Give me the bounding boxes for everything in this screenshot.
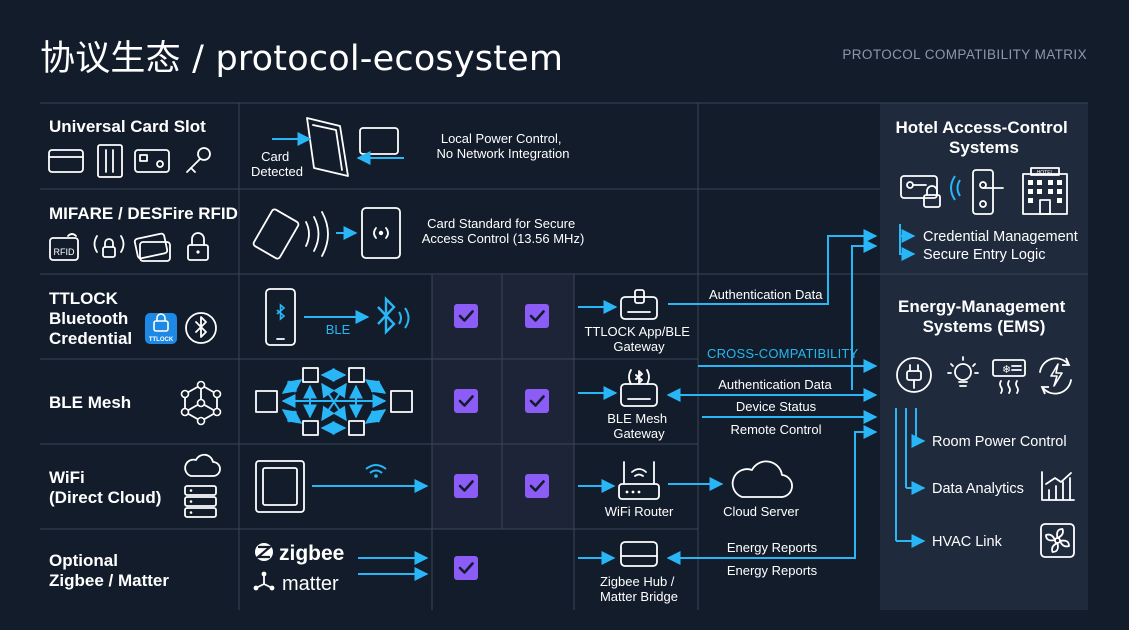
ems-tree-lines (895, 408, 926, 548)
hotel-item-credential: Credential Management (923, 229, 1078, 245)
flow-mesh-auth: Authentication Data (718, 377, 832, 392)
ttlock-gateway: TTLOCK App/BLE Gateway (578, 289, 693, 354)
page-subtitle: PROTOCOL COMPATIBILITY MATRIX (842, 47, 1087, 62)
bluetooth-icon (185, 312, 217, 344)
flow-energy-reports-2: Energy Reports (727, 563, 818, 578)
ble-medium-label: BLE (326, 322, 351, 337)
svg-text:matter: matter (282, 573, 339, 595)
svg-text:RFID: RFID (54, 247, 75, 257)
mesh-network-icon (180, 380, 222, 426)
row-label-ble-mesh: BLE Mesh (49, 393, 131, 412)
svg-text:❄: ❄ (1002, 363, 1011, 376)
cloud-small-icon (184, 453, 221, 477)
compatibility-checkboxes (454, 304, 549, 580)
card-standard-label: Card Standard for Secure Access Control … (422, 216, 585, 246)
key-icon (186, 147, 211, 173)
check-mark-icon (454, 556, 478, 580)
page-title: 协议生态 / protocol-ecosystem (40, 39, 564, 79)
svg-text:TTLOCK: TTLOCK (149, 337, 174, 343)
check-mark-icon (525, 304, 549, 328)
hotel-panel-title: Hotel Access-Control Systems (896, 118, 1073, 157)
ems-item-hvac-link: HVAC Link (932, 534, 1003, 550)
credit-card-icon (48, 149, 84, 173)
ttlock-badge-icon: TTLOCK (145, 313, 177, 344)
light-bulb-icon (947, 356, 979, 387)
row-label-mifare: MIFARE / DESFire RFID (49, 204, 238, 223)
row-label-wifi: WiFi (Direct Cloud) (49, 468, 161, 507)
ems-panel-title: Energy-Management Systems (EMS) (898, 297, 1070, 336)
card-slot-icons (48, 144, 211, 178)
cross-compatibility-label: CROSS-COMPATIBILITY (707, 346, 859, 361)
svg-text:HOTEL: HOTEL (1037, 170, 1054, 176)
card-slot-device-graphic (272, 117, 404, 177)
ttlock-gateway-label: TTLOCK App/BLE Gateway (584, 324, 693, 354)
fan-icon (1040, 523, 1075, 558)
zigbee-hub-label: Zigbee Hub / Matter Bridge (600, 574, 678, 604)
ble-mesh-gateway-label: BLE Mesh Gateway (607, 411, 671, 441)
wifi-panel-graphic (255, 460, 429, 513)
mifare-graphic (252, 207, 401, 260)
flow-energy-reports-1: Energy Reports (727, 540, 818, 555)
matrix-grid (40, 102, 1088, 610)
zigbee-logo: zigbee (254, 542, 344, 565)
hotel-building-icon: HOTEL (1022, 167, 1068, 215)
mifare-icons: RFID (49, 232, 209, 262)
plug-icon (896, 357, 932, 393)
key-card-icon (97, 144, 123, 178)
server-rack-icon (184, 485, 217, 518)
zigbee-hub: Zigbee Hub / Matter Bridge (578, 541, 678, 604)
hotel-tree-lines (899, 224, 916, 261)
row-label-zigbee: Optional Zigbee / Matter (49, 551, 169, 590)
flow-ttlock-auth: Authentication Data (709, 287, 823, 302)
analytics-chart-icon (1041, 471, 1075, 501)
mesh-nodes-graphic (255, 367, 413, 436)
ems-item-room-power: Room Power Control (932, 434, 1067, 450)
flow-remote-control: Remote Control (730, 422, 821, 437)
ttlock-phone-graphic (265, 288, 410, 346)
cloud-server: Cloud Server (668, 460, 800, 519)
row-label-ttlock: TTLOCK Bluetooth Credential (49, 289, 133, 348)
card-detected-label: Card Detected (251, 149, 303, 179)
keycard-lock-icon (900, 175, 941, 208)
ems-item-data-analytics: Data Analytics (932, 481, 1024, 497)
check-mark-icon (454, 474, 478, 498)
cloud-server-label: Cloud Server (723, 504, 800, 519)
flow-arrows (666, 229, 878, 565)
smart-lock-icon (950, 169, 1004, 215)
wifi-router-label: WiFi Router (605, 504, 674, 519)
flow-device-status: Device Status (736, 399, 817, 414)
padlock-icon (187, 232, 209, 261)
row-label-card-slot: Universal Card Slot (49, 117, 206, 136)
hotel-item-secure-entry: Secure Entry Logic (923, 247, 1046, 263)
ble-mesh-gateway: BLE Mesh Gateway (578, 369, 671, 441)
check-mark-icon (525, 389, 549, 413)
svg-text:zigbee: zigbee (279, 542, 344, 565)
smart-card-icon (134, 149, 170, 173)
cards-icon (133, 232, 171, 262)
local-power-label: Local Power Control, No Network Integrat… (437, 131, 570, 161)
check-mark-icon (454, 389, 478, 413)
energy-cycle-icon (1039, 357, 1072, 395)
rfid-icon: RFID (49, 233, 79, 261)
wifi-router: WiFi Router (578, 461, 674, 519)
check-mark-icon (454, 304, 478, 328)
check-mark-icon (525, 474, 549, 498)
hvac-unit-icon: ❄ (992, 359, 1026, 394)
nfc-lock-icon (93, 235, 125, 258)
matter-logo: matter (253, 571, 339, 595)
